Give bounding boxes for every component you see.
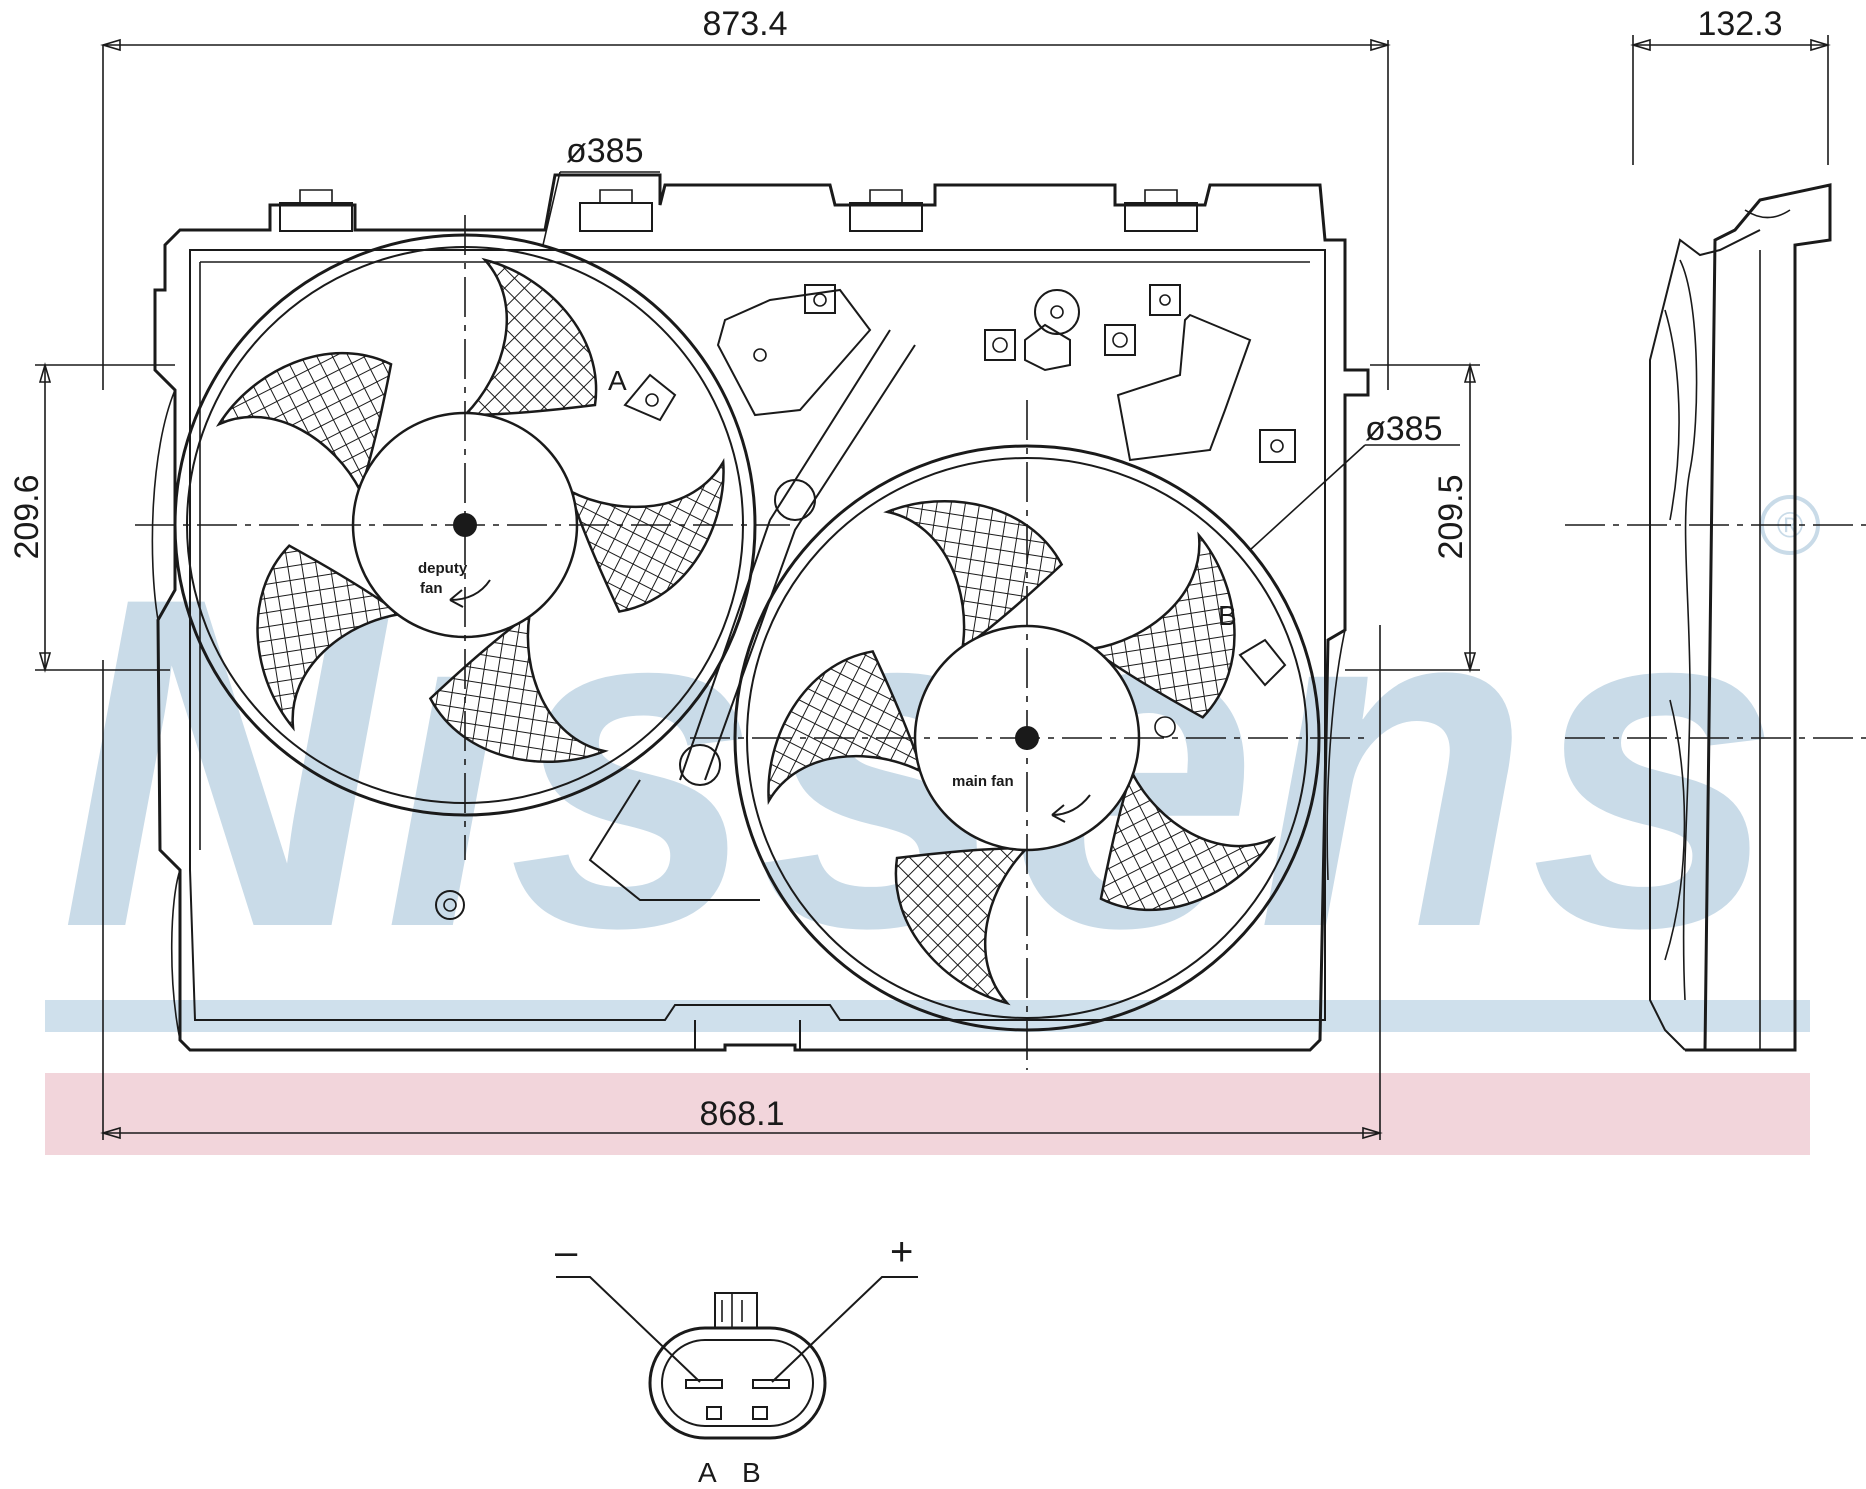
side-view	[1649, 183, 1832, 1052]
main-fan-terminal-label: B	[1218, 600, 1237, 631]
connector-pin-a: A	[698, 1457, 717, 1488]
deputy-fan-label-2: fan	[420, 580, 443, 597]
deputy-fan-label-1: deputy	[418, 560, 468, 577]
dim-side-depth: 132.3	[1697, 5, 1782, 43]
deputy-fan-rotation-arrow	[449, 579, 491, 608]
dim-left-vertical: 209.6	[8, 474, 46, 559]
connector-minus: –	[555, 1230, 578, 1274]
deputy-fan-terminal-label: A	[608, 365, 627, 396]
mounting-details	[716, 284, 1296, 463]
dim-right-vertical: 209.5	[1432, 474, 1470, 559]
dim-overall-width: 873.4	[702, 5, 787, 43]
main-fan-rotation-arrow	[1051, 794, 1091, 823]
dim-bottom-width: 868.1	[699, 1095, 784, 1133]
dim-right-diameter: ø385	[1365, 410, 1443, 448]
connector-pin-b: B	[742, 1457, 761, 1488]
shroud-housing	[151, 173, 1370, 1052]
dim-left-diameter: ø385	[566, 132, 644, 170]
connector-detail: – + A B	[555, 1230, 918, 1488]
watermark-pink-band	[45, 1073, 1810, 1155]
dimension-lines: 873.4 868.1 132.3 209.6 209.5 ø385 ø385	[8, 5, 1866, 1140]
main-fan-label: main fan	[952, 773, 1014, 790]
connector-plus: +	[890, 1230, 913, 1274]
watermark-blue-band	[45, 1000, 1810, 1032]
